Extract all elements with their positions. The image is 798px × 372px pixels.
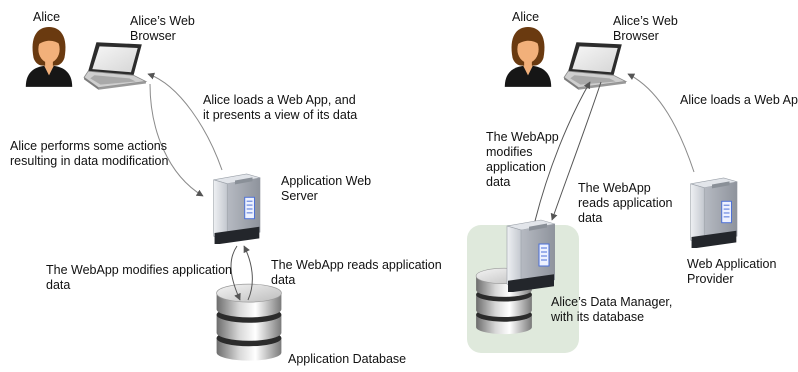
left-server-label: Application Web Server [281, 174, 372, 203]
left-actions-label: Alice performs some actions resulting in… [10, 139, 169, 168]
database-icon [216, 283, 282, 361]
right-modifies-label: The WebApp modifies application data [486, 130, 559, 189]
arrow-database-to-server [243, 245, 253, 301]
server-icon [690, 177, 738, 248]
provider-label: Web Application Provider [687, 257, 777, 286]
server-icon [506, 219, 556, 292]
arrow-server-to-database [230, 245, 241, 301]
arrow-browser-to-server [149, 83, 204, 197]
left-modifies-label: The WebApp modifies application data [46, 263, 232, 292]
user-icon [25, 27, 73, 87]
right-loads-label: Alice loads a Web App [680, 93, 798, 107]
left-reads-label: The WebApp reads application data [271, 258, 442, 287]
arrow-webapp-modifies [534, 81, 591, 222]
left-user-label: Alice [33, 10, 61, 24]
arrow-provider-to-browser [627, 73, 695, 173]
left-browser-label: Alice’s Web Browser [130, 14, 195, 43]
right-reads-label: The WebApp reads application data [578, 181, 673, 225]
server-icon [213, 173, 261, 244]
data-manager-label: Alice’s Data Manager, with its database [551, 295, 673, 324]
right-user-label: Alice [512, 10, 540, 24]
arrow-webapp-reads [550, 81, 602, 221]
arrow-server-to-browser [147, 72, 223, 171]
laptop-icon [83, 41, 147, 91]
left-loads-label: Alice loads a Web App, and it presents a… [203, 93, 358, 122]
left-database-label: Application Database [288, 352, 407, 366]
laptop-icon [563, 41, 627, 91]
right-browser-label: Alice’s Web Browser [613, 14, 678, 43]
user-icon [504, 27, 552, 87]
